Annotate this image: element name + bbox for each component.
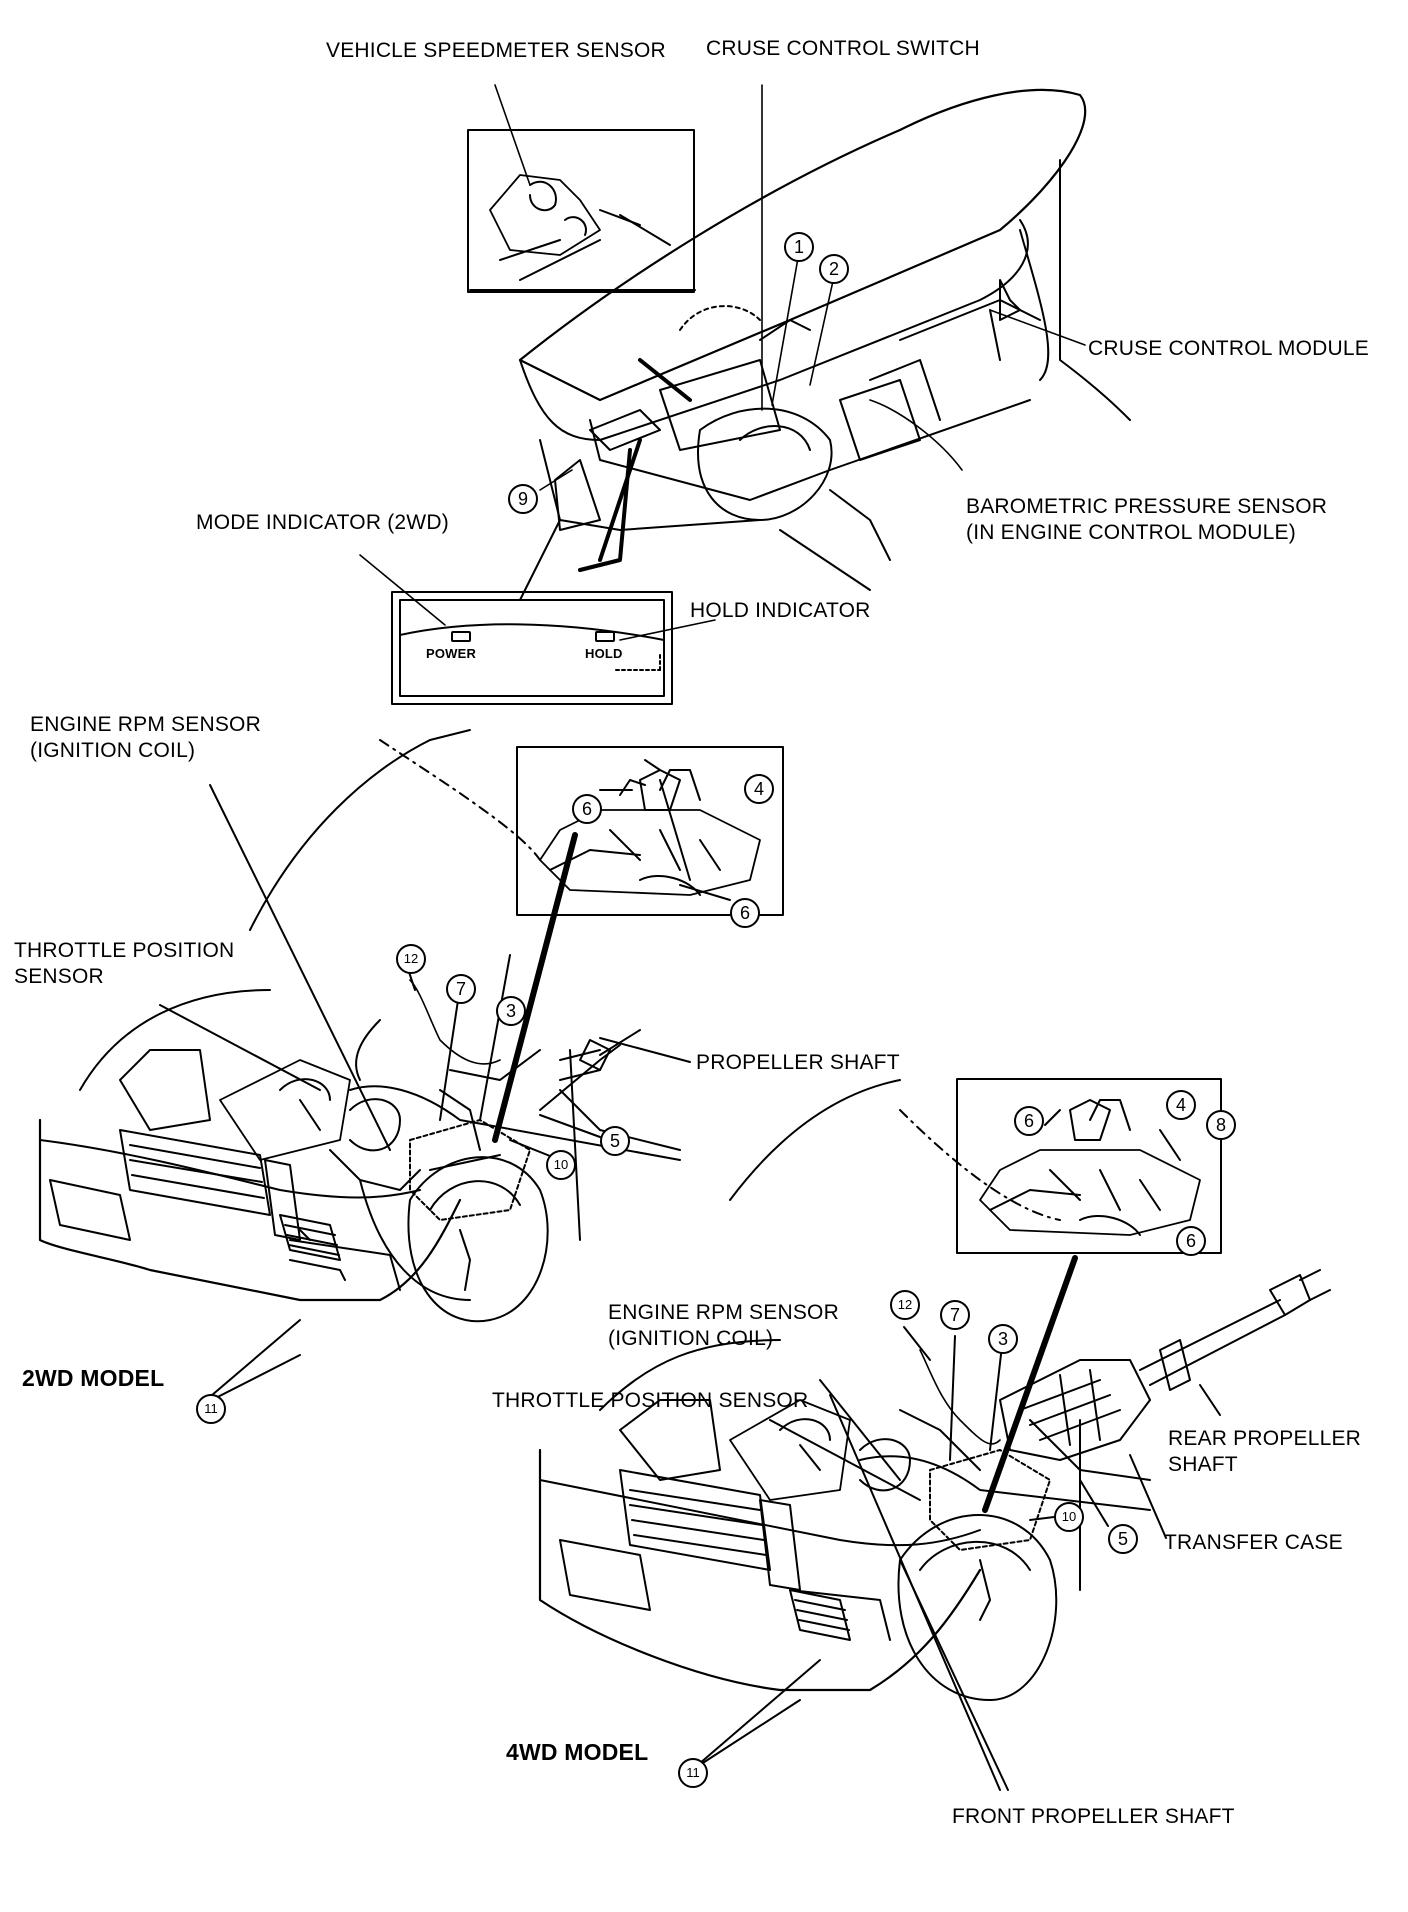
label-2wd-model: 2WD MODEL [22,1365,165,1391]
callout-6-inset-4wd-bottom: 6 [1176,1226,1206,1256]
callout-12-2wd: 12 [396,944,426,974]
label-throttle-position-sensor-2wd-line2: SENSOR [14,965,104,988]
label-transfer-case: TRANSFER CASE [1164,1531,1343,1554]
label-hold-indicator: HOLD INDICATOR [690,599,871,622]
vehicle-2wd-illustration [38,729,691,1408]
callout-12-4wd: 12 [890,1290,920,1320]
callout-6-inset-2wd-bottom: 6 [730,898,760,928]
callout-8-inset-4wd: 8 [1206,1110,1236,1140]
callout-9: 9 [508,484,538,514]
speedometer-inset [467,129,696,293]
callout-11-2wd: 11 [196,1394,226,1424]
label-throttle-position-sensor-4wd: THROTTLE POSITION SENSOR [492,1389,809,1412]
label-4wd-model: 4WD MODEL [506,1739,649,1765]
transmission-inset-2wd [516,746,784,916]
label-throttle-position-sensor-2wd: THROTTLE POSITION [14,939,235,962]
label-engine-rpm-sensor-2wd-note: (IGNITION COIL) [30,739,196,762]
label-rear-propeller-shaft: REAR PROPELLER [1168,1427,1362,1450]
dashboard-illustration [518,88,1131,601]
callout-11-4wd: 11 [678,1758,708,1788]
label-engine-rpm-sensor-2wd: ENGINE RPM SENSOR [30,713,261,736]
label-barometric-pressure-sensor-note: (IN ENGINE CONTROL MODULE) [966,521,1296,544]
callout-4-inset-2wd: 4 [744,774,774,804]
callout-10-2wd: 10 [546,1150,576,1180]
callout-10-4wd: 10 [1054,1502,1084,1532]
leader-lines [359,84,1086,641]
callout-5-2wd: 5 [600,1126,630,1156]
label-front-propeller-shaft: FRONT PROPELLER SHAFT [952,1805,1235,1828]
label-mode-indicator: MODE INDICATOR (2WD) [196,511,449,534]
callout-3-4wd: 3 [988,1324,1018,1354]
callout-2: 2 [819,254,849,284]
label-barometric-pressure-sensor: BAROMETRIC PRESSURE SENSOR [966,495,1328,518]
callout-5-4wd: 5 [1108,1524,1138,1554]
label-cruse-control-switch: CRUSE CONTROL SWITCH [706,37,980,60]
vehicle-4wd-illustration [538,1079,1331,1791]
callout-7-4wd: 7 [940,1300,970,1330]
callout-4-inset-4wd: 4 [1166,1090,1196,1120]
callout-3-2wd: 3 [496,996,526,1026]
label-propeller-shaft: PROPELLER SHAFT [696,1051,900,1074]
label-rear-propeller-shaft-line2: SHAFT [1168,1453,1238,1476]
mode-indicator-panel [391,591,673,705]
label-power: POWER [426,646,477,661]
label-vehicle-speedometer-sensor: VEHICLE SPEEDMETER SENSOR [326,39,666,62]
callout-1: 1 [784,232,814,262]
callout-7-2wd: 7 [446,974,476,1004]
label-hold: HOLD [585,646,623,661]
label-engine-rpm-sensor-4wd-note: (IGNITION COIL) [608,1327,774,1350]
label-cruse-control-module: CRUSE CONTROL MODULE [1088,337,1369,360]
transmission-inset-4wd [956,1078,1222,1254]
label-engine-rpm-sensor-4wd: ENGINE RPM SENSOR [608,1301,839,1324]
callout-6-inset-2wd-top: 6 [572,794,602,824]
callout-6-inset-4wd-top: 6 [1014,1106,1044,1136]
